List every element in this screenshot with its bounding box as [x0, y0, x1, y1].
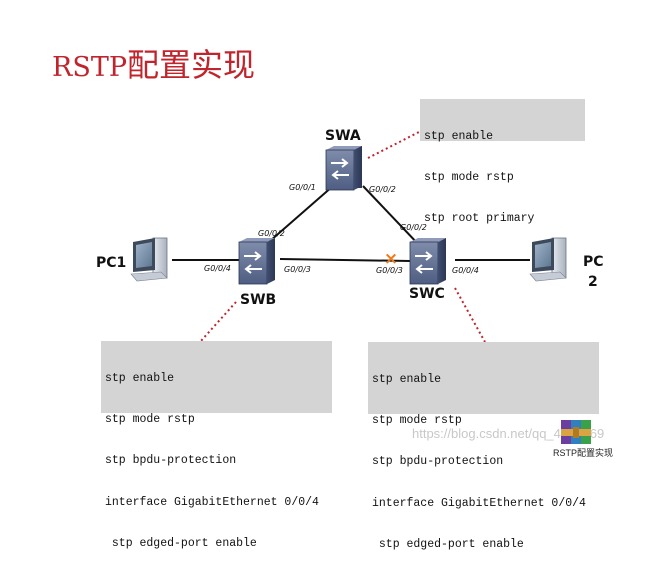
- config-line: stp enable: [424, 129, 494, 143]
- watermark-icon-label: RSTP配置实现: [553, 448, 614, 458]
- title-latin: RSTP: [52, 52, 128, 83]
- config-line: stp mode rstp: [105, 412, 195, 426]
- callout-line-swb: [199, 301, 237, 343]
- link-swb-swc: [279, 258, 411, 262]
- swb-config-box: stp enable stp mode rstp stp bpdu-protec…: [101, 341, 332, 550]
- pc1-label: PC1: [96, 255, 127, 271]
- swc-port-left: G0/0/3: [376, 266, 403, 275]
- swa-switch-icon[interactable]: [325, 146, 362, 191]
- swa-config-box: stp enable stp mode rstp stp root primar…: [420, 99, 585, 225]
- swc-switch-icon[interactable]: [409, 238, 446, 285]
- config-line: stp edged-port enable: [372, 538, 524, 552]
- swc-port-top: G0/0/2: [400, 223, 427, 232]
- config-line: stp enable: [105, 371, 175, 385]
- slide: RSTP配置实现: [52, 40, 613, 551]
- pc2-computer-icon[interactable]: [529, 237, 567, 282]
- swa-port-right: G0/0/2: [369, 185, 396, 194]
- swb-switch-icon[interactable]: [238, 238, 275, 285]
- blocked-port-marker: ×: [384, 249, 398, 269]
- callout-line-swc: [454, 287, 486, 343]
- link-swa-swc: [362, 185, 421, 247]
- page-title: RSTP配置实现: [52, 40, 255, 86]
- swa-label: SWA: [325, 128, 361, 144]
- swb-port-right: G0/0/3: [284, 265, 311, 274]
- config-line: stp enable: [372, 372, 442, 386]
- config-line: stp bpdu-protection: [105, 454, 237, 468]
- swc-port-right: G0/0/4: [452, 266, 479, 275]
- pc2-label-line2: 2: [588, 274, 598, 290]
- config-line: stp mode rstp: [424, 170, 514, 184]
- swc-config-box: stp enable stp mode rstp stp bpdu-protec…: [368, 342, 599, 551]
- config-line: stp mode rstp: [372, 413, 462, 427]
- swb-port-top: G0/0/2: [258, 229, 285, 238]
- winrar-archive-icon[interactable]: [560, 418, 592, 446]
- title-cjk: 配置实现: [127, 46, 256, 84]
- swc-label: SWC: [409, 286, 445, 302]
- link-swa-swb: [261, 185, 334, 249]
- swb-label: SWB: [240, 292, 277, 308]
- callout-line-swa: [367, 130, 422, 159]
- config-line: stp edged-port enable: [105, 537, 257, 551]
- swa-port-left: G0/0/1: [289, 183, 316, 192]
- pc2-label-line1: PC: [583, 254, 604, 270]
- config-line: stp root primary: [424, 212, 535, 226]
- topology-diagram: ×: [130, 130, 567, 343]
- config-line: interface GigabitEthernet 0/0/4: [372, 496, 586, 510]
- watermark-text: https://blog.csdn.net/qq_4496169: [412, 426, 605, 441]
- pc1-computer-icon[interactable]: [130, 237, 168, 282]
- config-line: interface GigabitEthernet 0/0/4: [105, 495, 319, 509]
- swb-port-left: G0/0/4: [204, 264, 231, 273]
